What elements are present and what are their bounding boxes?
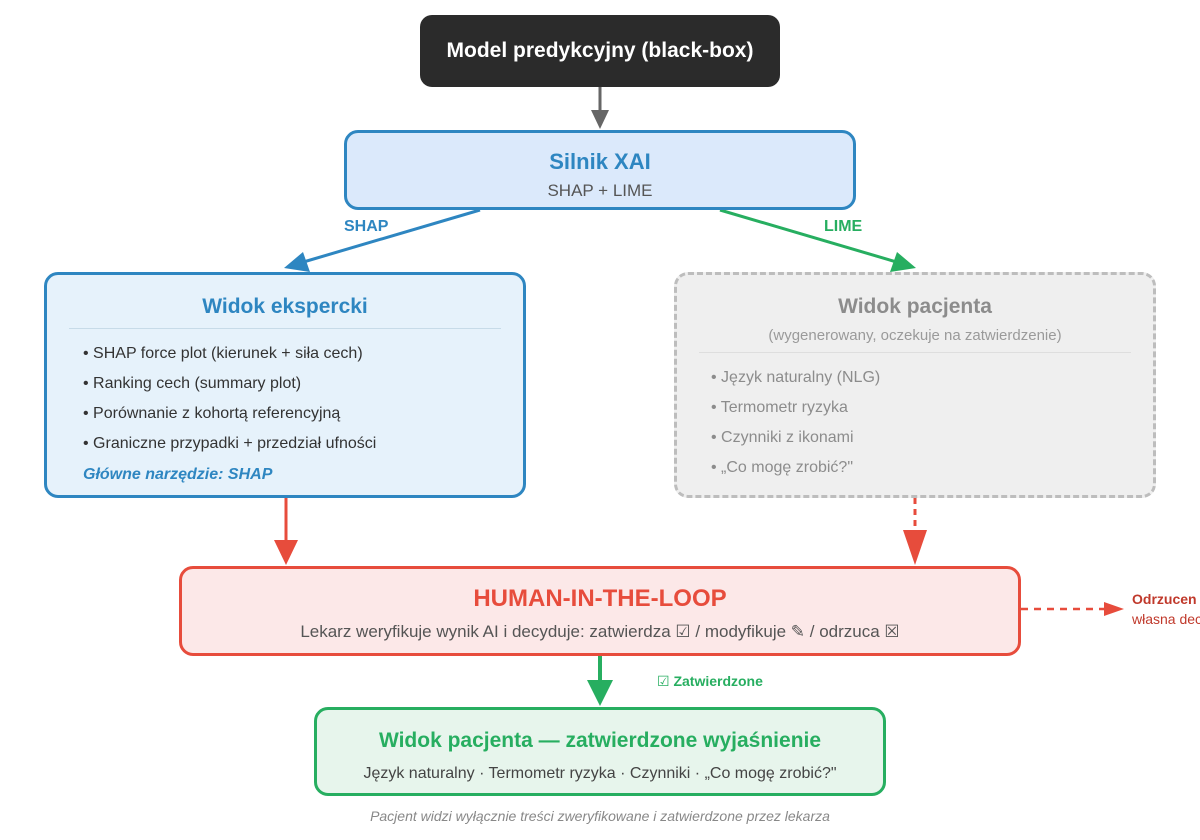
- hitl-title: HUMAN-IN-THE-LOOP: [473, 585, 727, 612]
- final-view-title: Widok pacjenta — zatwierdzone wyjaśnieni…: [378, 729, 822, 752]
- approved-patient-view-node: Widok pacjenta — zatwierdzone wyjaśnieni…: [314, 707, 886, 796]
- arrowhead-model-to-xai: [591, 110, 609, 129]
- xai-subtitle: SHAP + LIME: [547, 181, 653, 200]
- list-item: • Ranking cech (summary plot): [83, 375, 302, 392]
- model-label: Model predykcyjny (black-box): [446, 39, 754, 62]
- arrowhead-expert-to-hitl: [274, 540, 298, 565]
- arrowhead-xai-to-patient: [890, 252, 916, 272]
- arrow-xai-to-expert: [299, 208, 481, 265]
- list-item: • „Co mogę zrobić?": [711, 459, 853, 476]
- arrowhead-hitl-to-rejected: [1104, 602, 1124, 616]
- expert-main-tool: Główne narzędzie: SHAP: [83, 466, 273, 483]
- list-item: • Termometr ryzyka: [711, 399, 848, 416]
- expert-feature-list: • SHAP force plot (kierunek + siła cech)…: [83, 339, 376, 459]
- rejected-label-line2: własna dec: [1132, 611, 1200, 627]
- list-item: • Czynniki z ikonami: [711, 429, 854, 446]
- list-item: • Porównanie z kohortą referencyjną: [83, 405, 341, 422]
- edge-label-approved: ☑ Zatwierdzone: [657, 673, 763, 689]
- patient-view-subtitle: (wygenerowany, oczekuje na zatwierdzenie…: [768, 327, 1062, 344]
- expert-view-title: Widok ekspercki: [202, 295, 368, 318]
- patient-feature-list: • Język naturalny (NLG) • Termometr ryzy…: [711, 363, 880, 483]
- rejected-label: Odrzucen własna dec: [1132, 589, 1200, 629]
- final-view-subtitle: Język naturalny · Termometr ryzyka · Czy…: [363, 765, 837, 782]
- model-node: Model predykcyjny (black-box): [420, 15, 780, 87]
- list-item: • Język naturalny (NLG): [711, 369, 881, 386]
- patient-view-node: Widok pacjenta (wygenerowany, oczekuje n…: [674, 272, 1156, 498]
- arrow-xai-to-patient: [719, 208, 901, 265]
- patient-view-title: Widok pacjenta: [838, 295, 992, 318]
- footer-note: Pacjent widzi wyłącznie treści zweryfiko…: [370, 808, 830, 824]
- list-item: • Graniczne przypadki + przedział ufnośc…: [83, 435, 377, 452]
- hitl-subtitle: Lekarz weryfikuje wynik AI i decyduje: z…: [300, 622, 900, 641]
- arrowhead-xai-to-expert: [284, 252, 310, 272]
- edge-label-shap: SHAP: [344, 218, 389, 235]
- human-in-the-loop-node: HUMAN-IN-THE-LOOP Lekarz weryfikuje wyni…: [179, 566, 1021, 656]
- arrowhead-patient-to-hitl: [903, 530, 927, 565]
- xai-engine-node: Silnik XAI SHAP + LIME: [344, 130, 856, 210]
- expert-divider: [69, 328, 501, 329]
- patient-divider: [699, 352, 1131, 353]
- list-item: • SHAP force plot (kierunek + siła cech): [83, 345, 363, 362]
- edge-label-lime: LIME: [824, 218, 863, 235]
- arrowhead-hitl-to-final: [587, 680, 613, 706]
- xai-title: Silnik XAI: [549, 149, 651, 174]
- expert-view-node: Widok ekspercki • SHAP force plot (kieru…: [44, 272, 526, 498]
- rejected-label-line1: Odrzucen: [1132, 591, 1197, 607]
